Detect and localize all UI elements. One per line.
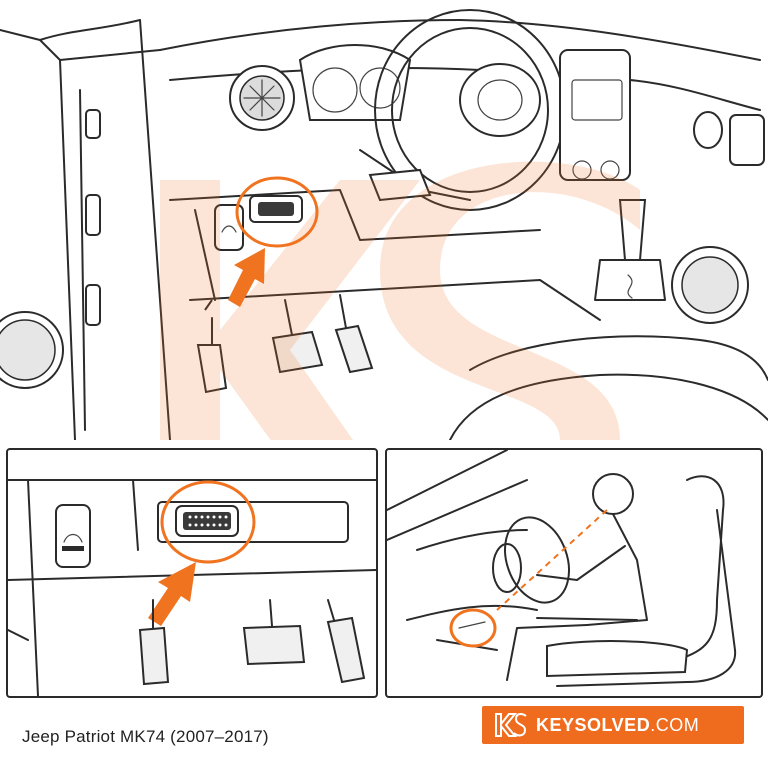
port-closeup-panel <box>6 448 378 698</box>
obd-highlight-ring <box>235 176 319 248</box>
brand-banner: KEYSOLVED.COM <box>482 706 744 744</box>
arrow-icon <box>228 248 265 307</box>
driver-position-drawing <box>387 450 737 687</box>
main-footwell-view <box>0 9 768 440</box>
driver-position-panel <box>385 448 763 698</box>
closeup-arrow-icon <box>148 562 196 626</box>
footwell-drawing <box>0 9 768 440</box>
port-closeup-drawing <box>8 479 376 696</box>
vehicle-caption: Jeep Patriot MK74 (2007–2017) <box>22 727 269 746</box>
obd-closeup-ring <box>160 480 256 564</box>
driver-view-ring <box>449 608 497 648</box>
brand-logo-icon <box>495 713 527 737</box>
brand-name: KEYSOLVED <box>536 714 651 735</box>
brand-tld: .COM <box>650 714 700 735</box>
